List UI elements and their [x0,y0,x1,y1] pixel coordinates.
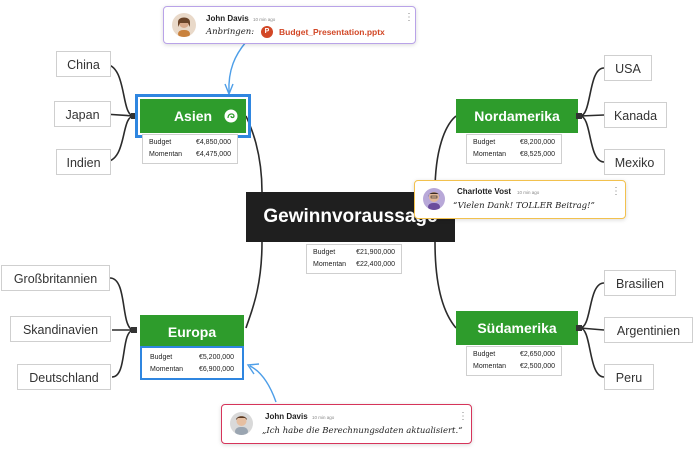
nordamerika-connector [576,113,582,119]
comment-card-attachment[interactable]: John Davis 10 min ago Anbringen: P Budge… [163,6,416,44]
node-japan[interactable]: Japan [54,101,111,127]
nordamerika-budget-value: €8,200,000 [520,137,555,149]
comment-author: John Davis [265,412,308,421]
comment-card-thanks[interactable]: Charlotte Vost 10 min ago “Vielen Dank! … [414,180,626,219]
suedamerika-budget-value: €2,650,000 [520,349,555,361]
asien-budget-label: Budget [149,137,171,149]
pptx-file-icon[interactable]: P [261,26,273,38]
europa-connector [131,327,137,333]
central-current-label: Momentan [313,259,346,271]
europa-current-label: Momentan [150,364,183,376]
asien-current-label: Momentan [149,149,182,161]
comment-text: „Ich habe die Berechnungsdaten aktualisi… [262,426,463,436]
attachment-file-link[interactable]: Budget_Presentation.pptx [279,27,385,37]
comment-time: 10 min ago [253,17,275,22]
node-indien[interactable]: Indien [56,149,111,175]
asien-data-table: Budget €4,850,000 Momentan €4,475,000 [142,134,238,164]
nordamerika-budget-label: Budget [473,137,495,149]
asien-budget-value: €4,850,000 [196,137,231,149]
comment-card-update[interactable]: John Davis 10 min ago „Ich habe die Bere… [221,404,472,444]
nordamerika-data-table: Budget €8,200,000 Momentan €8,525,000 [466,134,562,164]
node-deutschland[interactable]: Deutschland [17,364,111,390]
asien-current-value: €4,475,000 [196,149,231,161]
region-europa[interactable]: Europa [140,315,244,349]
more-options-icon[interactable]: ⋮ [404,13,414,23]
europa-budget-label: Budget [150,352,172,364]
node-argentinien[interactable]: Argentinien [604,317,693,343]
central-current-value: €22,400,000 [356,259,395,271]
suedamerika-current-label: Momentan [473,361,506,373]
node-peru[interactable]: Peru [604,364,654,390]
node-china[interactable]: China [56,51,111,77]
suedamerika-budget-label: Budget [473,349,495,361]
node-usa[interactable]: USA [604,55,652,81]
comment-time: 10 min ago [312,415,334,420]
avatar [172,13,196,37]
avatar [230,412,253,435]
region-suedamerika[interactable]: Südamerika [456,311,578,345]
suedamerika-data-table: Budget €2,650,000 Momentan €2,500,000 [466,346,562,376]
node-grossbritannien[interactable]: Großbritannien [1,265,110,291]
more-options-icon[interactable]: ⋮ [611,187,621,197]
europa-budget-value: €5,200,000 [199,352,234,364]
comment-text: “Vielen Dank! TOLLER Beitrag!” [453,201,595,211]
attach-label: Anbringen: [206,27,254,37]
more-options-icon[interactable]: ⋮ [458,412,468,422]
central-budget-label: Budget [313,247,335,259]
node-mexiko[interactable]: Mexiko [604,149,665,175]
central-budget-value: €21,900,000 [356,247,395,259]
node-brasilien[interactable]: Brasilien [604,270,676,296]
comment-author: John Davis [206,14,249,23]
europa-data-table[interactable]: Budget €5,200,000 Momentan €6,900,000 [140,346,244,380]
suedamerika-connector [576,325,582,331]
nordamerika-current-value: €8,525,000 [520,149,555,161]
region-nordamerika[interactable]: Nordamerika [456,99,578,133]
node-kanada[interactable]: Kanada [604,102,667,128]
avatar [423,188,445,210]
node-skandinavien[interactable]: Skandinavien [10,316,111,342]
suedamerika-current-value: €2,500,000 [520,361,555,373]
spiral-icon[interactable] [224,109,238,123]
europa-current-value: €6,900,000 [199,364,234,376]
comment-author: Charlotte Vost [457,187,511,196]
region-asien-label: Asien [174,108,212,124]
central-data-table: Budget €21,900,000 Momentan €22,400,000 [306,244,402,274]
asien-connector [131,113,137,119]
nordamerika-current-label: Momentan [473,149,506,161]
region-asien[interactable]: Asien [140,99,246,133]
comment-time: 10 min ago [517,190,539,195]
